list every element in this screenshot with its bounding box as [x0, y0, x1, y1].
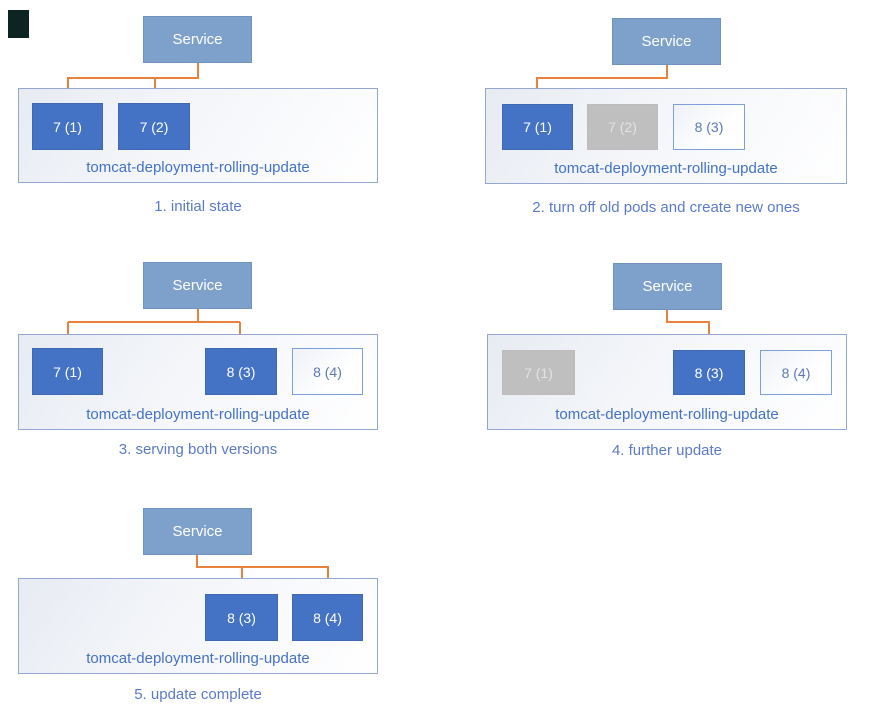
service-label: Service	[172, 277, 223, 294]
pod-label: 7 (1)	[53, 118, 82, 135]
service-box: Service	[613, 263, 722, 310]
pod: 8 (3)	[205, 348, 277, 395]
pod-label: 8 (4)	[313, 609, 342, 626]
stage-caption: 3. serving both versions	[118, 441, 278, 458]
service-box: Service	[143, 508, 252, 555]
service-box: Service	[612, 18, 721, 65]
pod: 7 (2)	[118, 103, 190, 150]
pod-label: 7 (1)	[523, 119, 552, 135]
stage-caption: 2. turn off old pods and create new ones	[532, 199, 800, 216]
pod: 8 (3)	[673, 350, 745, 395]
service-label: Service	[172, 523, 223, 540]
deployment-label: tomcat-deployment-rolling-update	[86, 159, 310, 176]
deployment-label: tomcat-deployment-rolling-update	[86, 650, 310, 667]
pod-label: 8 (4)	[313, 363, 342, 380]
pod-label: 7 (1)	[53, 363, 82, 380]
pod-label: 8 (3)	[226, 363, 256, 380]
pod: 7 (2)	[587, 104, 658, 150]
stage-caption: 5. update complete	[134, 686, 262, 703]
pod-label: 8 (3)	[694, 119, 724, 135]
pod-label: 7 (2)	[608, 119, 637, 135]
deployment-label: tomcat-deployment-rolling-update	[86, 406, 310, 423]
service-label: Service	[642, 278, 693, 295]
pod: 8 (3)	[205, 594, 278, 641]
pod-label: 8 (3)	[694, 364, 724, 381]
pod-label: 8 (3)	[227, 609, 256, 626]
pod-label: 8 (4)	[781, 364, 811, 381]
pod: 8 (4)	[760, 350, 832, 395]
pod: 8 (4)	[292, 348, 363, 395]
service-box: Service	[143, 262, 252, 309]
deployment-label: tomcat-deployment-rolling-update	[554, 160, 778, 177]
pod: 7 (1)	[32, 348, 103, 395]
deployment-label: tomcat-deployment-rolling-update	[555, 406, 779, 423]
pod: 7 (1)	[502, 350, 575, 395]
service-label: Service	[641, 33, 692, 50]
pod: 7 (1)	[32, 103, 103, 150]
service-label: Service	[172, 31, 223, 48]
pod: 8 (4)	[292, 594, 363, 641]
pod: 7 (1)	[502, 104, 573, 150]
stage-caption: 4. further update	[611, 442, 723, 459]
pod-label: 7 (2)	[139, 118, 169, 135]
stage-caption: 1. initial state	[154, 198, 242, 215]
service-box: Service	[143, 16, 252, 63]
pod: 8 (3)	[673, 104, 745, 150]
pod-label: 7 (1)	[524, 364, 553, 381]
dark-corner-mark	[8, 10, 29, 38]
